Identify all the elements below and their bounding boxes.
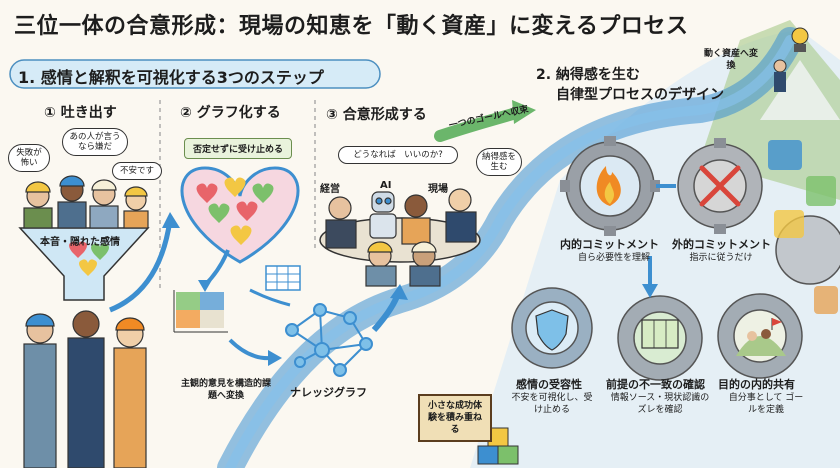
participant-field: 現場: [428, 184, 448, 195]
accept-banner: 否定せずに受け止める: [184, 138, 293, 159]
bubble-question: どうなれば いいのか?: [338, 146, 458, 164]
external-commitment-sub: 指示に従うだけ: [689, 253, 753, 263]
bubble-anxious: 不安です: [112, 162, 162, 180]
internal-commitment-title: 内的コミットメント: [560, 238, 659, 251]
premise-mismatch-sub: 情報ソース・現状認識のズレを確認: [610, 393, 710, 415]
shared-purpose-title: 目的の内的共有: [718, 378, 795, 391]
summit-label: 動く資産へ変換: [703, 49, 758, 71]
bubble-conviction: 納得感を生む: [476, 148, 522, 176]
small-success-sign: 小さな成功体験を積み重ねる: [418, 394, 492, 442]
external-commitment-title: 外的コミットメント: [672, 238, 771, 251]
step2-label: ② グラフ化する: [180, 105, 281, 121]
emotional-acceptance-sub: 不安を可視化し、受け止める: [511, 393, 593, 415]
section2-heading-line2: 自律型プロセスのデザイン: [556, 87, 724, 103]
section1-heading: 1. 感情と解釈を可視化する3つのステップ: [18, 68, 324, 87]
emotional-acceptance-title: 感情の受容性: [516, 378, 582, 391]
internal-commitment-sub: 自ら必要性を理解: [577, 253, 650, 263]
section2-heading-line1: 2. 納得感を生む: [536, 67, 640, 83]
bubble-dislike: あの人が言うなら嫌だ: [62, 128, 128, 156]
funnel-label: 本音・隠れた感情: [40, 237, 120, 248]
structuring-caption: 主観的意見を構造的課題へ変換: [180, 379, 271, 401]
participant-ai: AI: [380, 180, 392, 191]
page-title: 三位一体の合意形成：現場の知恵を「動く資産」に変えるプロセス: [14, 14, 689, 39]
step1-label: ① 吐き出す: [44, 105, 117, 121]
participant-management: 経営: [320, 184, 340, 195]
bubble-fear: 失敗が怖い: [8, 144, 50, 172]
premise-mismatch-title: 前提の不一致の確認: [606, 378, 705, 391]
shared-purpose-sub: 自分事として ゴールを定義: [728, 393, 804, 415]
step3-label: ③ 合意形成する: [326, 107, 427, 123]
knowledge-graph-label: ナレッジグラフ: [290, 386, 367, 399]
